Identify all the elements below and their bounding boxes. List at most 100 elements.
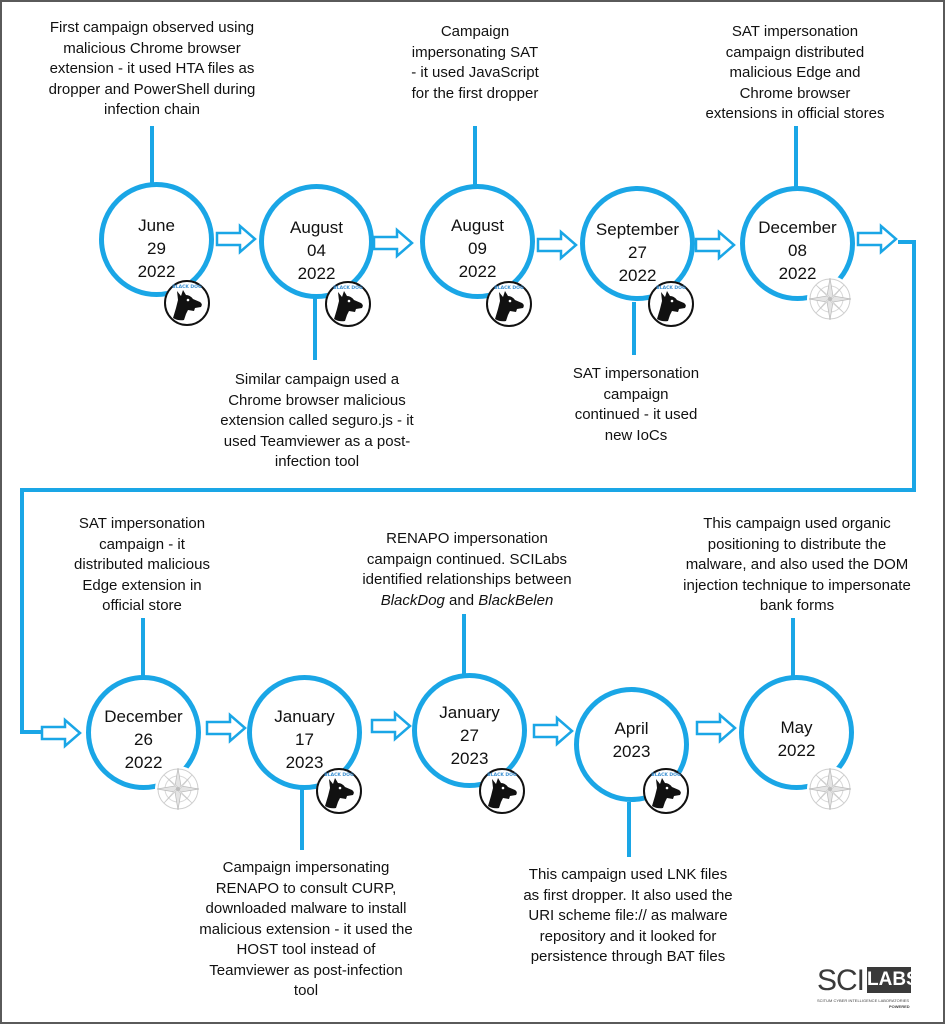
annotation-line: downloaded malware to install — [205, 900, 407, 917]
arrow-right-icon — [695, 712, 737, 744]
node-year: 2022 — [137, 262, 176, 281]
scilabs-logo: SCI LABS SCITUM CYBER INTELLIGENCE LABOR… — [817, 966, 919, 1016]
annotation-line: malicious Chrome browser — [63, 39, 241, 57]
node-month: September — [595, 220, 680, 239]
blackdog-icon: BLACK DOG — [479, 768, 525, 814]
annotation-line: This campaign used organic — [703, 515, 891, 532]
annotation-line: malware, and also used the DOM — [685, 556, 909, 573]
annotation-line: campaign continued. SCILabs — [366, 550, 568, 568]
blackdog-icon: BLACK DOG — [164, 280, 210, 326]
annotation-line: Chrome browser malicious — [228, 391, 406, 409]
logo-labs-text: LABS — [867, 967, 919, 993]
logo-powered: POWERED — [889, 1004, 910, 1009]
node-year: 2022 — [778, 264, 817, 283]
timeline-node-august-09-2022: August 09 2022 — [420, 184, 535, 299]
annotation-line: SAT impersonation — [572, 365, 700, 382]
arrow-right-icon — [856, 223, 898, 255]
arrow-right-icon — [205, 712, 247, 744]
node-year: 2022 — [618, 266, 657, 285]
joiner-text: and — [444, 591, 479, 609]
arrow-right-icon — [215, 223, 257, 255]
blackdog-icon: BLACK DOG — [643, 768, 689, 814]
annotation-line: injection technique to impersonate — [683, 576, 911, 594]
annotation-line: RENAPO impersonation — [386, 530, 548, 547]
annotation-december-26: SAT impersonation campaign - it distribu… — [52, 514, 232, 617]
annotation-april: This campaign used LNK files as first dr… — [497, 865, 759, 968]
blackdog-icon: BLACK DOG — [316, 768, 362, 814]
node-day: 08 — [788, 241, 807, 260]
annotation-june-29: First campaign observed using malicious … — [22, 18, 282, 121]
annotation-line: HOST tool instead of — [236, 941, 376, 958]
node-day: 29 — [147, 239, 166, 258]
annotation-line: malicious extension - it used the — [199, 920, 413, 938]
annotation-line: campaign - it — [99, 535, 185, 553]
arrow-right-icon — [532, 715, 574, 747]
annotation-line: - it used JavaScript — [411, 64, 539, 81]
blackdog-name: BlackDog — [380, 591, 445, 609]
annotation-september-27: SAT impersonation campaign continued - i… — [546, 364, 726, 446]
svg-text:BLACK DOG: BLACK DOG — [494, 285, 524, 291]
annotation-august-09: Campaign impersonating SAT - it used Jav… — [385, 22, 565, 104]
node-year: 2022 — [777, 741, 816, 760]
logo-subtitle: SCITUM CYBER INTELLIGENCE LABORATORIES — [817, 998, 910, 1003]
node-year: 2022 — [297, 264, 336, 283]
svg-text:BLACK DOG: BLACK DOG — [333, 285, 363, 291]
annotation-line: Campaign — [440, 23, 510, 40]
node-day: 17 — [295, 730, 314, 749]
annotation-line: new IoCs — [604, 426, 668, 444]
annotation-line: Edge extension in — [82, 576, 202, 594]
node-year: 2023 — [450, 749, 489, 768]
annotation-line: extension - it used HTA files as — [49, 60, 255, 77]
blackdog-icon: BLACK DOG — [325, 281, 371, 327]
compass-icon — [807, 766, 853, 812]
annotation-line: extension called seguro.js - it — [220, 412, 414, 429]
annotation-line: as first dropper. It also used the — [523, 886, 733, 904]
annotation-line-italic: BlackDog and BlackBelen — [342, 591, 592, 612]
node-year: 2023 — [285, 753, 324, 772]
annotation-may: This campaign used organic positioning t… — [672, 514, 922, 617]
node-month: December — [104, 707, 183, 726]
annotation-january-27: RENAPO impersonation campaign continued.… — [342, 529, 592, 611]
svg-text:BLACK DOG: BLACK DOG — [656, 285, 686, 291]
node-day: 27 — [460, 726, 479, 745]
node-month: August — [451, 216, 504, 235]
arrow-right-icon — [370, 710, 412, 742]
node-day: 27 — [628, 243, 647, 262]
annotation-line: Campaign impersonating — [222, 859, 390, 876]
blackbelen-name: BlackBelen — [478, 591, 554, 609]
arrow-right-icon — [694, 229, 736, 261]
svg-text:BLACK DOG: BLACK DOG — [487, 772, 517, 778]
node-month: December — [758, 218, 837, 237]
annotation-line: Chrome browser — [739, 84, 851, 102]
annotation-line: RENAPO to consult CURP, — [215, 879, 397, 897]
annotation-line: SAT impersonation — [78, 515, 206, 532]
timeline-node-december-08-2022: December 08 2022 — [740, 186, 855, 301]
node-day: 26 — [134, 730, 153, 749]
timeline-node-april-2023: April 2023 — [574, 687, 689, 802]
timeline-node-august-04-2022: August 04 2022 — [259, 184, 374, 299]
annotation-line: First campaign observed using — [49, 19, 255, 36]
node-year: 2022 — [124, 753, 163, 772]
node-day: 04 — [307, 241, 326, 260]
annotation-line: URI scheme file:// as malware — [528, 907, 728, 924]
annotation-line: identified relationships between — [362, 571, 572, 588]
svg-text:BLACK DOG: BLACK DOG — [172, 284, 202, 290]
node-year: 2023 — [612, 742, 651, 761]
node-month: May — [780, 718, 813, 737]
arrow-right-icon — [536, 229, 578, 261]
annotation-line: infection chain — [104, 101, 200, 118]
annotation-line: extensions in official stores — [705, 105, 885, 122]
annotation-line: infection tool — [274, 453, 360, 470]
annotation-line: bank forms — [759, 597, 835, 614]
annotation-line: for the first dropper — [411, 84, 539, 102]
annotation-line: positioning to distribute the — [707, 535, 887, 553]
annotation-line: official store — [102, 597, 182, 614]
annotation-line: distributed malicious — [74, 556, 210, 573]
annotation-december-08: SAT impersonation campaign distributed m… — [684, 22, 906, 125]
annotation-line: Similar campaign used a — [234, 371, 400, 388]
node-month: June — [138, 216, 175, 235]
compass-icon — [807, 276, 853, 322]
node-year: 2022 — [458, 262, 497, 281]
